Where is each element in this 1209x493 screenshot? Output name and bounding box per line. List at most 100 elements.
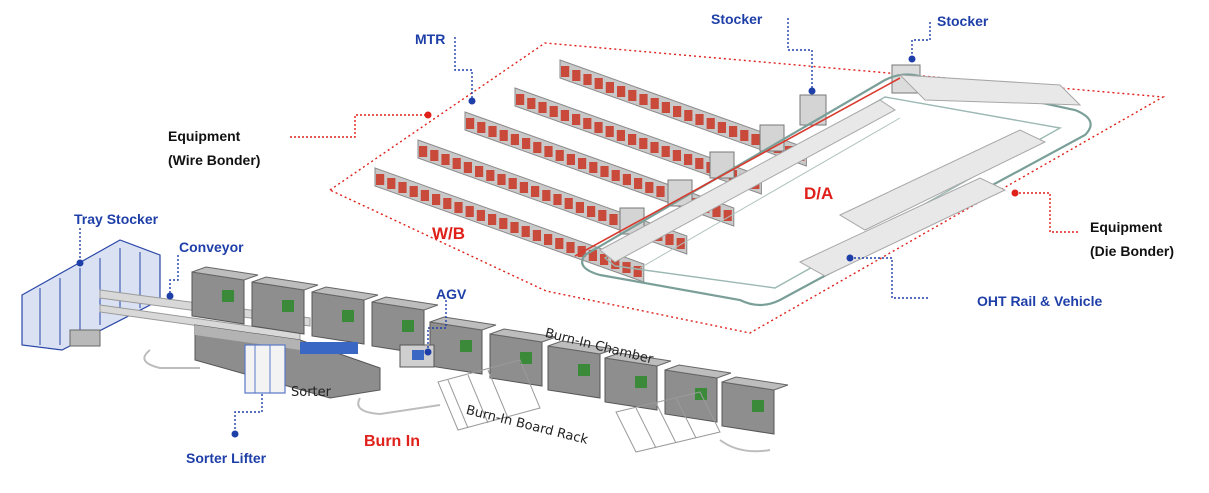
wire-bonder-machine xyxy=(628,134,637,145)
wire-bonder-machine xyxy=(583,74,592,85)
equipment-wb-line2: (Wire Bonder) xyxy=(168,152,261,168)
wire-bonder-machine xyxy=(609,214,618,225)
wire-bonder-machine xyxy=(409,186,418,197)
burn-in-chamber xyxy=(489,328,557,387)
callout-dots xyxy=(76,55,1019,438)
wire-bonder-machine xyxy=(376,174,385,185)
wire-bonder-machine xyxy=(516,94,525,105)
wire-bonder-machine xyxy=(555,238,564,249)
wire-bonder-machine xyxy=(575,202,584,213)
wire-bonder-machine xyxy=(549,106,558,117)
wire-bonder-machine xyxy=(452,158,461,169)
wire-bonder-machine xyxy=(598,210,607,221)
wire-bonder-machine xyxy=(589,162,598,173)
agv-label: AGV xyxy=(436,286,467,302)
wire-bonder-machine xyxy=(499,130,508,141)
wire-bonder-machine xyxy=(533,142,542,153)
wire-bonder-machine xyxy=(583,118,592,129)
wire-bonder-machine xyxy=(740,130,749,141)
equipment-die-bonder-label: Equipment (Die Bonder) xyxy=(1090,215,1174,263)
stocker-label-left: Stocker xyxy=(711,11,763,27)
wire-bonder-machine xyxy=(441,154,450,165)
wire-bonder-machine xyxy=(555,150,564,161)
wire-bonder-machine xyxy=(544,234,553,245)
wire-bonder-machine xyxy=(560,110,569,121)
wire-bonder-machine xyxy=(684,154,693,165)
wire-bonder-machine xyxy=(432,194,441,205)
wire-bonder-machine xyxy=(656,186,665,197)
mtr-label: MTR xyxy=(415,31,446,47)
sorter-lifter-label: Sorter Lifter xyxy=(186,450,267,466)
wire-bonder-machine xyxy=(475,166,484,177)
wire-bonder-machine xyxy=(486,170,495,181)
agv-paths xyxy=(143,349,771,453)
wire-bonder-machine xyxy=(611,170,620,181)
sorter-lifter-unit xyxy=(244,344,286,394)
wire-bonder-machine xyxy=(572,70,581,81)
wire-bonder-machine xyxy=(605,82,614,93)
wire-bonder-machine xyxy=(661,102,670,113)
wire-bonder-machine xyxy=(661,146,670,157)
wire-bonder-machine xyxy=(463,162,472,173)
burn-in-area-label: Burn In xyxy=(364,433,420,450)
wire-bonder-machine xyxy=(634,178,643,189)
burn-in-board-racks xyxy=(437,359,721,453)
wire-bonder-machine xyxy=(594,122,603,133)
wire-bonder-machine xyxy=(488,214,497,225)
wire-bonder-machine xyxy=(419,146,428,157)
wire-bonder-machine xyxy=(751,134,760,145)
wire-bonder-machine xyxy=(695,158,704,169)
wire-bonder-machine xyxy=(729,126,738,137)
wire-bonder-machine xyxy=(538,102,547,113)
wire-bonder-machine xyxy=(519,182,528,193)
burn-in-chamber xyxy=(721,376,789,435)
wire-bonder-machine xyxy=(617,86,626,97)
sorter-label: Sorter xyxy=(291,385,331,400)
wire-bonder-machine xyxy=(676,238,685,249)
wire-bonder-machine xyxy=(717,122,726,133)
burn-in-chamber xyxy=(604,352,672,411)
wire-bonder-row-base xyxy=(464,111,735,227)
agv-vehicle xyxy=(399,344,435,368)
wire-bonder-machine xyxy=(466,118,475,129)
wire-bonder-machine xyxy=(628,90,637,101)
wire-bonder-machine xyxy=(532,230,541,241)
wire-bonder-machine xyxy=(542,190,551,201)
wire-bonder-machine xyxy=(578,158,587,169)
burn-in-chamber xyxy=(547,340,615,399)
equipment-db-line1: Equipment xyxy=(1090,219,1163,235)
wire-bonder-machine xyxy=(443,198,452,209)
stocker-label-right: Stocker xyxy=(937,13,989,29)
equipment-db-line2: (Die Bonder) xyxy=(1090,243,1174,259)
wire-bonder-machine xyxy=(510,134,519,145)
wire-bonder-machine xyxy=(398,182,407,193)
wire-bonder-machine xyxy=(510,222,519,233)
wire-bonder-machine xyxy=(566,154,575,165)
wire-bonder-machine xyxy=(508,178,517,189)
wire-bonder-machine xyxy=(477,122,486,133)
wire-bonder-machine xyxy=(706,118,715,129)
wire-bonder-machine xyxy=(476,210,485,221)
equipment-wb-line1: Equipment xyxy=(168,128,241,144)
wire-bonder-machine xyxy=(665,234,674,245)
wire-bonder-machine xyxy=(650,142,659,153)
wire-bonder-machine xyxy=(572,114,581,125)
wire-bonder-machine xyxy=(645,182,654,193)
wb-area-label: W/B xyxy=(432,224,466,243)
wire-bonder-machine xyxy=(672,150,681,161)
wire-bonder-machine xyxy=(499,218,508,229)
wire-bonder-machine xyxy=(497,174,506,185)
burn-in-chamber xyxy=(311,286,379,345)
wire-bonder-machine xyxy=(639,94,648,105)
wire-bonder-machine xyxy=(600,254,609,265)
wire-bonder-machine xyxy=(723,210,732,221)
die-bonder-equipment xyxy=(599,74,1082,277)
wire-bonder-machine xyxy=(488,126,497,137)
callout-leaders xyxy=(79,18,1080,433)
wire-bonder-machine xyxy=(553,194,562,205)
stocker-units xyxy=(619,64,921,235)
wire-bonder-machine xyxy=(633,266,642,277)
wire-bonder-machine xyxy=(684,110,693,121)
da-area-label: D/A xyxy=(804,184,834,203)
